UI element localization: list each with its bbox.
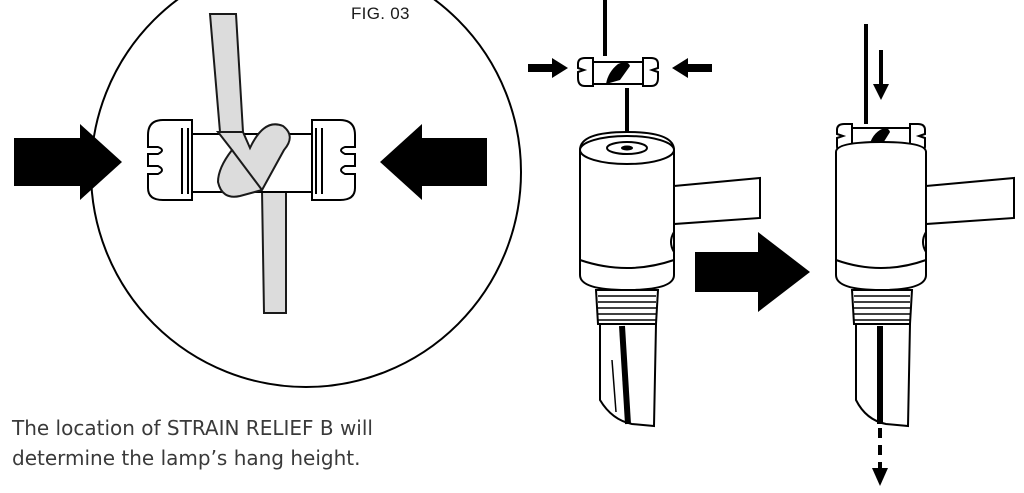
detail-magnifier — [90, 0, 522, 388]
strain-relief-left-head — [147, 119, 193, 201]
push-arrow-icon — [14, 124, 122, 200]
pull-arrow-down-icon — [873, 84, 889, 100]
strain-relief-small — [577, 57, 659, 87]
caption-line-1: The location of STRAIN RELIEF B will — [12, 416, 373, 440]
figure-label: FIG. 03 — [351, 4, 410, 23]
push-arrow-icon — [380, 124, 487, 200]
push-arrow-icon — [528, 58, 568, 78]
step-arrow-right-icon — [695, 232, 810, 312]
pull-arrow-down-icon — [872, 468, 888, 486]
caption-line-2: determine the lamp’s hang height. — [12, 446, 361, 470]
socket-step-two — [835, 24, 1015, 486]
strain-relief-right-head — [311, 119, 356, 201]
cord-wrap — [215, 123, 291, 198]
instruction-caption: The location of STRAIN RELIEF B will det… — [12, 413, 482, 473]
cord-bottom — [260, 189, 287, 314]
push-arrow-icon — [672, 58, 712, 78]
socket-step-one — [528, 0, 761, 428]
